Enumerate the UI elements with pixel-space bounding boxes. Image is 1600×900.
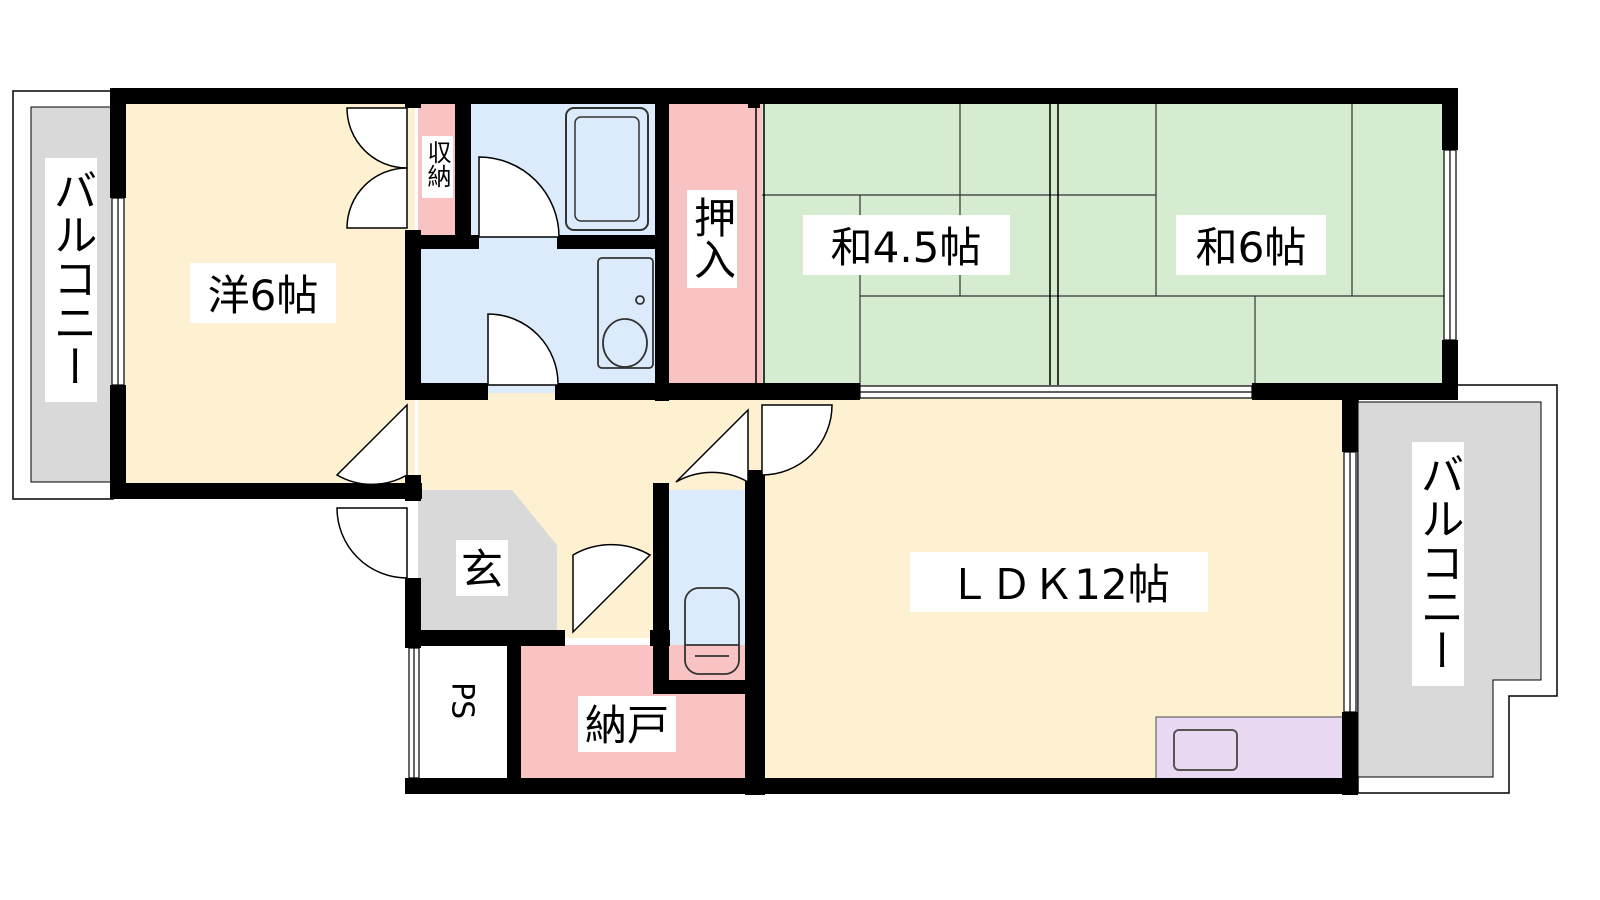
walls (110, 88, 1458, 795)
ldk-label: ＬＤＫ12帖 (948, 560, 1169, 609)
hallway (418, 393, 762, 638)
washbasin-icon (597, 257, 654, 369)
balcony-right-label: バルコニー (1413, 452, 1464, 672)
sink-icon (1173, 729, 1238, 771)
kitchen-counter (1155, 716, 1345, 782)
doors (335, 107, 833, 634)
room-labels: バルコニー バルコニー 洋6帖 収納 押入 和4.5帖 和6帖 玄 PS 納戸 … (45, 136, 1464, 754)
entrance-label: 玄 (461, 545, 503, 594)
tatami-lines (762, 98, 1451, 393)
windows (111, 104, 1457, 779)
japanese-room-a-label: 和4.5帖 (831, 223, 982, 272)
ps-label: PS (445, 682, 480, 719)
japanese-room-b-label: 和6帖 (1196, 223, 1307, 272)
western-room-label: 洋6帖 (208, 271, 319, 320)
toilet-icon (684, 587, 740, 675)
nando-label: 納戸 (585, 701, 669, 750)
balcony-left-label: バルコニー (46, 168, 97, 388)
oshiire-label: 押入 (688, 196, 737, 280)
storage-label: 収納 (423, 140, 451, 188)
bathtub-icon (565, 107, 649, 231)
